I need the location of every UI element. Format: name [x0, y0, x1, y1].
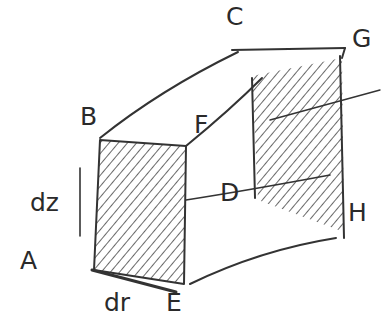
point-label: dr — [104, 290, 130, 315]
point-label: G — [352, 26, 371, 51]
point-label: F — [194, 112, 208, 137]
point-label: B — [80, 104, 97, 129]
back-edge — [252, 78, 255, 198]
top-edge — [100, 52, 238, 138]
point-label: E — [166, 290, 182, 315]
front-face — [94, 140, 186, 284]
mid-edge — [186, 175, 330, 200]
point-label: D — [220, 180, 239, 205]
side-edge — [270, 90, 380, 120]
top-edge — [186, 78, 262, 146]
back-face — [252, 58, 344, 232]
point-label: A — [20, 248, 37, 273]
point-label: H — [348, 200, 367, 225]
top-back-edge — [232, 48, 345, 50]
bottom-edge — [190, 238, 336, 284]
dz-mark — [79, 168, 81, 236]
dr-mark — [92, 270, 176, 292]
back-edge — [340, 56, 344, 238]
point-label: C — [226, 4, 243, 29]
back-edge — [342, 48, 345, 58]
point-label: dz — [30, 190, 59, 215]
